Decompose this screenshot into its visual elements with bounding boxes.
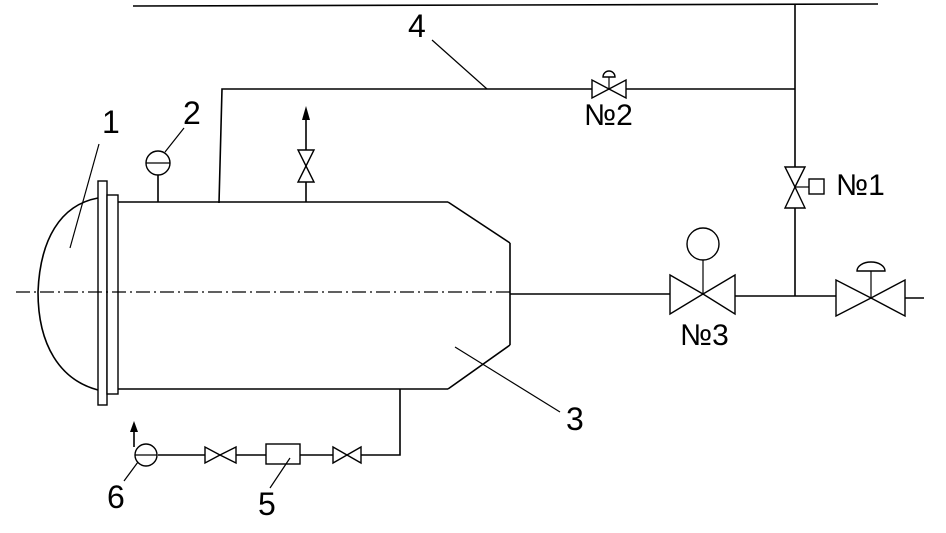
label-1: 1 xyxy=(102,104,120,140)
leader-4 xyxy=(431,39,488,90)
vessel-head xyxy=(37,197,99,391)
leader-1 xyxy=(69,143,100,249)
vent-arrow-icon xyxy=(302,106,310,120)
main-steam-header xyxy=(132,3,879,7)
label-valve-no3: №3 xyxy=(680,319,729,352)
drain-line xyxy=(130,389,401,467)
leader-5 xyxy=(269,457,291,489)
label-5: 5 xyxy=(258,486,276,522)
valve-no3 xyxy=(669,227,736,316)
label-valve-no1: №1 xyxy=(836,169,885,202)
leader-3 xyxy=(454,346,561,413)
leader-6 xyxy=(123,461,139,482)
pressure-gauge xyxy=(145,150,171,202)
label-6: 6 xyxy=(107,479,125,515)
branch-pipe-to-vessel xyxy=(218,88,592,204)
control-valve-right xyxy=(835,261,906,318)
label-valve-no2: №2 xyxy=(584,99,633,132)
valve-no2 xyxy=(591,70,627,100)
leader-2 xyxy=(164,127,185,153)
flange-inner xyxy=(106,194,119,395)
valve-no1 xyxy=(783,166,825,209)
top-vent-valve xyxy=(296,106,316,202)
flange-outer xyxy=(97,180,108,406)
label-3: 3 xyxy=(566,401,584,437)
steam-trap xyxy=(265,443,301,465)
label-4: 4 xyxy=(408,8,426,44)
drain-arrow-icon xyxy=(130,421,138,432)
label-2: 2 xyxy=(183,95,201,131)
vessel-body xyxy=(118,201,511,390)
